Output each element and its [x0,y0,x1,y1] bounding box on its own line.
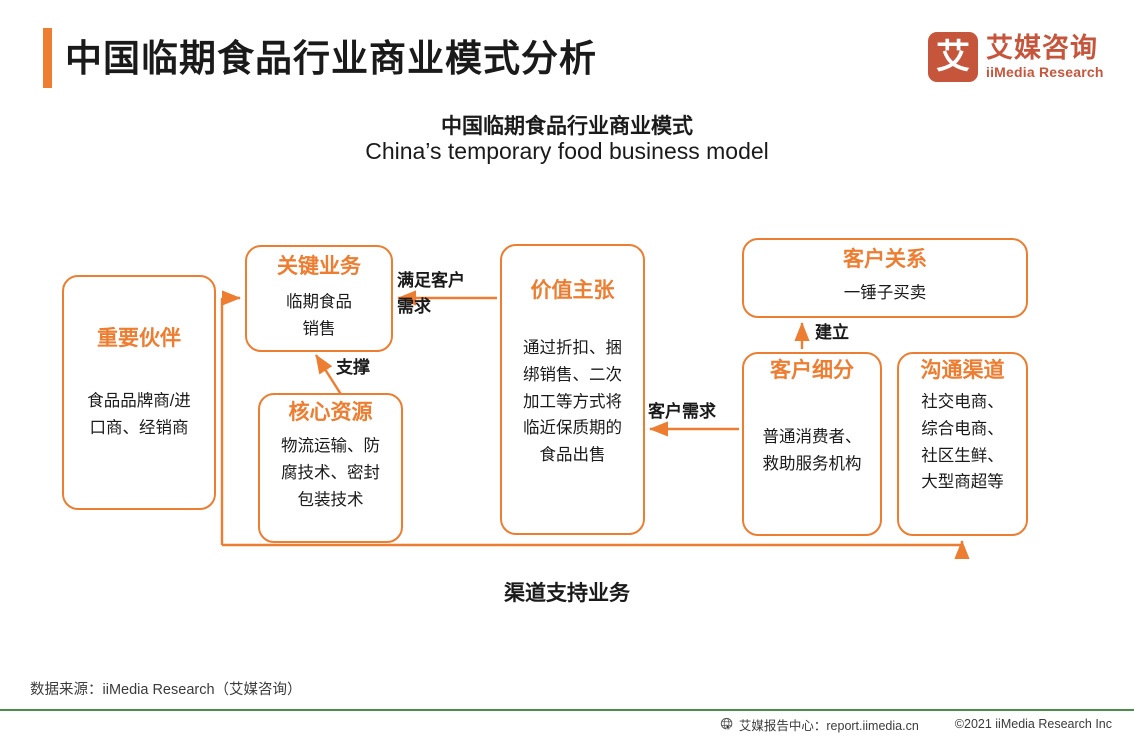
brand-logo: 艾 艾媒咨询 iiMedia Research [928,28,1124,86]
page-title: 中国临期食品行业商业模式分析 [65,38,597,79]
edge-label-channel-support: 渠道支持业务 [504,582,630,605]
node-partners[interactable]: 重要伙伴 食品品牌商/进 口商、经销商 [62,275,216,510]
report-center-text: 艾媒报告中心：report.iimedia.cn [738,718,919,733]
node-key-business-body: 临期食品 销售 [286,293,352,338]
node-customer-relations-body: 一锤子买卖 [843,284,927,303]
node-channels-body: 社交电商、 综合电商、 社区生鲜、 大型商超等 [921,393,1004,492]
globe-icon [720,717,733,731]
node-key-business[interactable]: 关键业务 临期食品 销售 [245,245,393,352]
node-customer-relations[interactable]: 客户关系 一锤子买卖 [742,238,1028,318]
chart-title-en: China’s temporary food business model [365,138,769,164]
node-customer-segments[interactable]: 客户细分 普通消费者、 救助服务机构 [742,352,882,536]
source-note: 数据来源：iiMedia Research（艾媒咨询） [30,682,302,698]
node-core-resources-title: 核心资源 [288,401,373,424]
diagram-connectors [220,290,970,560]
brand-text: 艾媒咨询 iiMedia Research [986,33,1104,80]
iimedia-logo-icon: 艾 [928,32,978,82]
node-channels-title: 沟通渠道 [920,359,1005,382]
brand-name-cn: 艾媒咨询 [986,33,1098,63]
node-channels[interactable]: 沟通渠道 社交电商、 综合电商、 社区生鲜、 大型商超等 [897,352,1028,536]
edge-channel-support-loop [222,540,970,560]
node-partners-body: 食品品牌商/进 口商、经销商 [87,392,191,437]
node-value-proposition-title: 价值主张 [530,279,615,302]
edge-label-satisfy: 满足客户 需求 [397,271,465,316]
header-accent-bar [43,28,52,88]
node-core-resources[interactable]: 核心资源 物流运输、防 腐技术、密封 包装技术 [258,393,403,543]
node-customer-segments-body: 普通消费者、 救助服务机构 [762,428,862,473]
node-key-business-title: 关键业务 [277,255,361,278]
business-model-diagram: 重要伙伴 食品品牌商/进 口商、经销商 关键业务 临期食品 销售 核心资源 物流… [0,200,1134,640]
brand-name-en: iiMedia Research [986,64,1104,80]
edge-label-establish: 建立 [815,323,849,342]
edge-core-to-key-business [314,354,344,397]
edge-label-customer-demand: 客户需求 [648,402,716,421]
node-value-proposition[interactable]: 价值主张 通过折扣、捆 绑销售、二次 加工等方式将 临近保质期的 食品出售 [500,244,645,535]
report-center-link[interactable]: 艾媒报告中心：report.iimedia.cn [720,715,919,734]
edge-label-support: 支撑 [336,358,370,377]
node-customer-segments-title: 客户细分 [770,359,854,382]
copyright-text: ©2021 iiMedia Research Inc [954,717,1112,731]
chart-title-cn: 中国临期食品行业商业模式 [441,115,693,138]
node-customer-relations-title: 客户关系 [843,248,927,271]
footer-divider [0,709,1134,711]
node-partners-title: 重要伙伴 [97,327,181,350]
node-value-proposition-body: 通过折扣、捆 绑销售、二次 加工等方式将 临近保质期的 食品出售 [523,339,622,465]
footer-bar: 艾媒报告中心：report.iimedia.cn ©2021 iiMedia R… [0,711,1134,737]
node-core-resources-body: 物流运输、防 腐技术、密封 包装技术 [281,437,380,509]
